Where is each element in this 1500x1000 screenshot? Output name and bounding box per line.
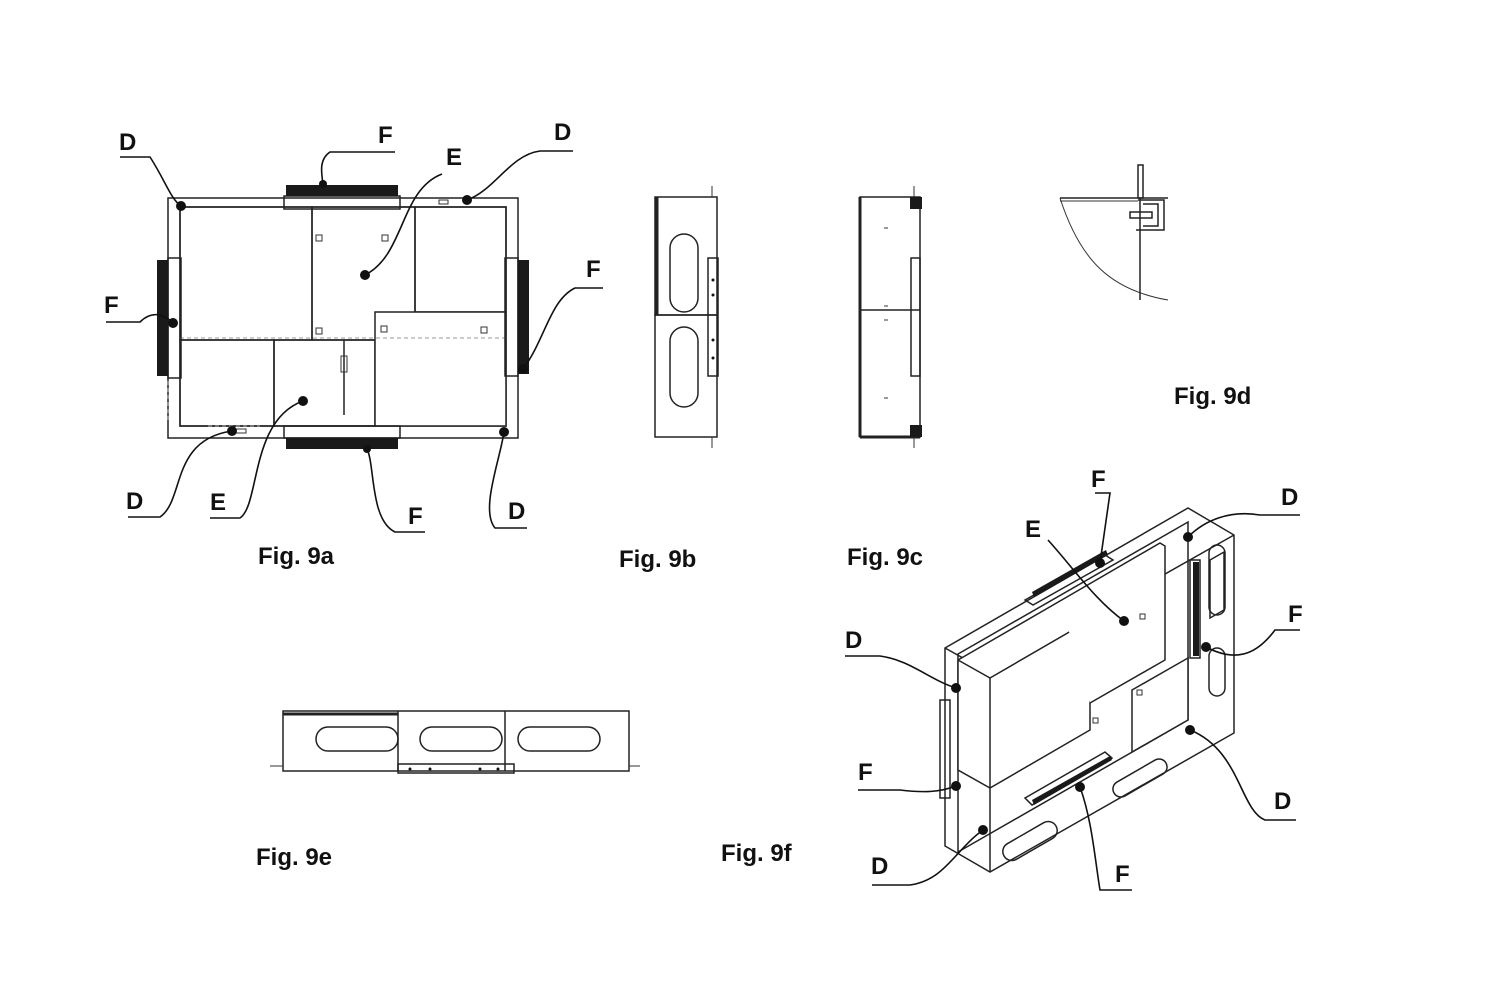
fig-9e: Fig. 9e	[256, 710, 640, 871]
fig-9a-label-f-top: F	[378, 122, 393, 149]
fig-9c-caption: Fig. 9c	[847, 544, 923, 571]
fig-9c: Fig. 9c	[847, 186, 923, 571]
fig-9a-caption: Fig. 9a	[258, 543, 335, 570]
fig-9f-caption: Fig. 9f	[721, 840, 793, 867]
fig-9f-label-f-right: F	[1288, 601, 1303, 628]
fig-9f-label-d-top-right: D	[1281, 484, 1298, 511]
fig-9a: D F D E F F D E F D Fig. 9a	[104, 119, 603, 570]
fig-9f-label-d-bottom-left: D	[871, 853, 888, 880]
fig-9d-caption: Fig. 9d	[1174, 383, 1251, 410]
fig-9a-label-f-left: F	[104, 292, 119, 319]
fig-9d: Fig. 9d	[1059, 164, 1251, 410]
fig-9a-label-e-bottom: E	[210, 489, 226, 516]
fig-9f-label-e: E	[1025, 516, 1041, 543]
fig-9f-label-d-right: D	[1274, 788, 1291, 815]
fig-9f-label-f-left: F	[858, 759, 873, 786]
fig-9a-label-d-top-left: D	[119, 129, 136, 156]
fig-9a-label-f-right: F	[586, 256, 601, 283]
fig-9a-label-d-bottom-left: D	[126, 488, 143, 515]
fig-9f-label-f-top: F	[1091, 466, 1106, 493]
fig-9a-label-f-bottom: F	[408, 503, 423, 530]
fig-9f: F D E F D F D D F Fig. 9f	[721, 466, 1303, 891]
fig-9b-caption: Fig. 9b	[619, 546, 696, 573]
fig-9a-label-d-bottom-right: D	[508, 498, 525, 525]
fig-9f-label-d-left: D	[845, 627, 862, 654]
fig-9a-label-e-top: E	[446, 144, 462, 171]
fig-9a-label-d-top-right: D	[554, 119, 571, 146]
fig-9f-label-f-bottom: F	[1115, 861, 1130, 888]
fig-9e-caption: Fig. 9e	[256, 844, 332, 871]
fig-9b: Fig. 9b	[619, 186, 719, 573]
